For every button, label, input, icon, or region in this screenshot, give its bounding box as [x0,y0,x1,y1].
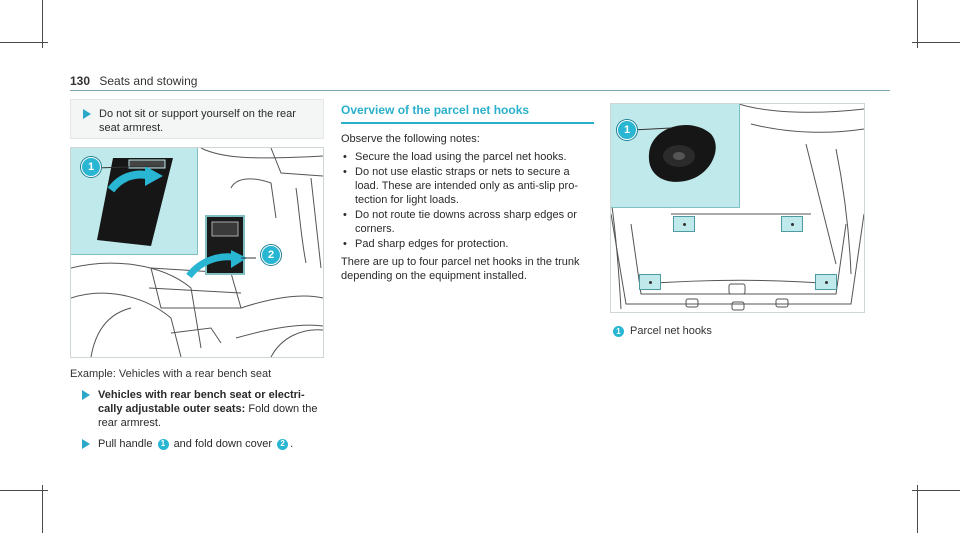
crop-mark [0,42,48,43]
section-heading: Overview of the parcel net hooks [341,103,530,117]
hook-marker [815,274,837,290]
section-rule [341,122,594,124]
trunk-drawing [611,104,864,311]
header-rule [70,90,890,91]
list-item: •Do not use elastic straps or nets to se… [343,166,578,206]
warning-box: Do not sit or support yourself on the re… [70,99,324,139]
hook-marker [781,216,803,232]
intro-text: Observe the following notes: [341,133,480,145]
crop-mark [0,490,48,491]
trunk-illustration: 1 [610,103,865,313]
section-title: Seats and stowing [99,74,198,88]
bullet-icon: • [343,238,347,250]
callout-badge-2: 2 [261,245,281,265]
hook-marker [673,216,695,232]
page-number: 130 [70,74,91,88]
crop-mark [912,490,960,491]
notes-list: •Secure the load using the parcel net ho… [341,150,596,251]
inline-badge-1: 1 [157,438,169,450]
bullet-icon: • [343,209,347,221]
legend-badge: 1 [613,325,624,337]
step-2-text-b: and fold down cover [173,438,273,450]
warning-text: Do not sit or support yourself on the re… [99,108,296,134]
step-1-action: Fold down the rear armrest. [98,403,318,429]
arrow-icon [82,439,90,449]
arrow-icon [82,390,90,400]
rear-seat-drawing [71,148,323,357]
bullet-icon: • [343,151,347,163]
figure-legend: 1 Parcel net hooks [613,325,712,337]
armrest-illustration: 1 2 [70,147,324,358]
hook-inset [611,104,740,208]
overview-section: Overview of the parcel net hooks Observe… [341,103,596,283]
step-1-condition: Vehicles with rear bench seat or electri… [98,389,305,415]
arrow-icon [83,109,91,119]
list-item: •Do not route tie downs across sharp edg… [343,209,577,235]
crop-mark [42,485,43,533]
handle-inset [71,148,198,255]
crop-mark [917,0,918,48]
inline-badge-2: 2 [277,438,289,450]
hooks-paragraph: There are up to four parcel net hooks in… [341,256,580,282]
page-header: 130 Seats and stowing [70,74,197,88]
step-2-text-c: . [290,438,294,450]
legend-text: Parcel net hooks [630,325,712,337]
step-2-text-a: Pull handle [98,438,153,450]
list-item: •Secure the load using the parcel net ho… [343,151,567,163]
list-item: •Pad sharp edges for protection. [343,238,509,250]
figure-caption: Example: Vehicles with a rear bench seat [70,368,272,380]
crop-mark [912,42,960,43]
crop-mark [42,0,43,48]
callout-badge-1: 1 [617,120,637,140]
crop-mark [917,485,918,533]
bullet-icon: • [343,166,347,178]
callout-badge-1: 1 [81,157,101,177]
hook-marker [639,274,661,290]
hook-detail-drawing [632,124,716,182]
handle-detail-drawing [94,158,173,246]
